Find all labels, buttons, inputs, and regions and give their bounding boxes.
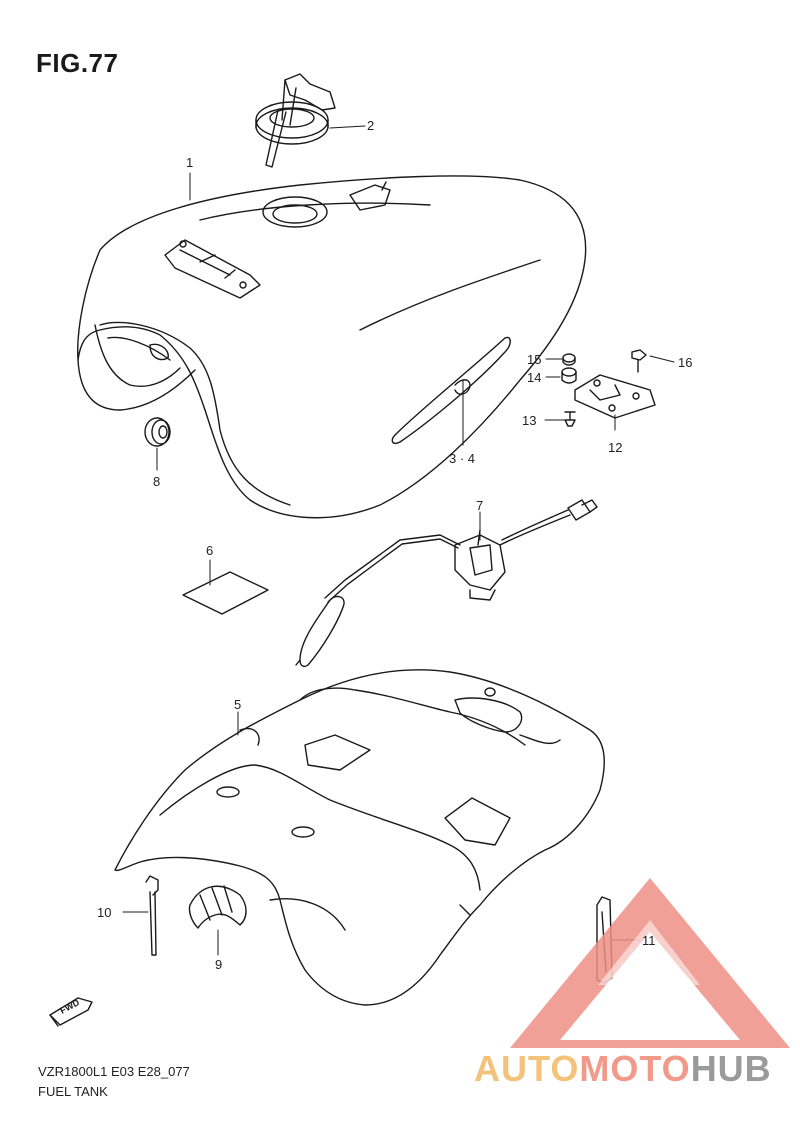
label-sheet-part xyxy=(182,571,269,615)
model-code: VZR1800L1 E03 E28_077 xyxy=(38,1064,190,1079)
watermark-text-auto: AUTO xyxy=(474,1048,580,1089)
washer-15 xyxy=(562,353,576,366)
fuel-cap-part xyxy=(255,73,336,168)
watermark-text-hub: HUB xyxy=(690,1048,772,1089)
callout-6: 6 xyxy=(206,543,214,558)
callout-13: 13 xyxy=(522,413,537,428)
callout-2: 2 xyxy=(367,118,375,133)
clamp-part xyxy=(188,885,247,929)
grommet-part xyxy=(144,417,171,447)
watermark-text: AUTOMOTOHUB xyxy=(474,1048,772,1090)
callout-9: 9 xyxy=(215,957,223,972)
callout-14: 14 xyxy=(527,370,542,385)
bolt-16 xyxy=(631,349,647,373)
fuel-tank-part xyxy=(77,175,587,519)
watermark-text-moto: MOTO xyxy=(579,1048,691,1089)
figure-caption: FUEL TANK xyxy=(38,1084,108,1099)
callout-1: 1 xyxy=(186,155,194,170)
fuel-sender-part xyxy=(295,499,598,668)
fwd-arrow-icon xyxy=(49,997,93,1027)
watermark-logo xyxy=(510,878,790,1048)
callout-3-4: 3 · 4 xyxy=(449,451,476,466)
mounting-bracket-part xyxy=(574,374,656,419)
callout-10: 10 xyxy=(97,905,112,920)
callout-11: 11 xyxy=(642,933,656,948)
callout-12: 12 xyxy=(608,440,623,455)
callout-7: 7 xyxy=(476,498,484,513)
callout-8: 8 xyxy=(153,474,161,489)
cable-tie-part xyxy=(145,875,159,956)
figure-title: FIG.77 xyxy=(36,48,119,78)
fwd-label: FWD xyxy=(58,997,81,1016)
cushion-14 xyxy=(561,367,577,384)
callout-15: 15 xyxy=(527,352,542,367)
callout-5: 5 xyxy=(234,697,242,712)
bolt-13 xyxy=(564,411,576,427)
callout-16: 16 xyxy=(678,355,693,370)
tank-cover-part xyxy=(114,669,605,1006)
